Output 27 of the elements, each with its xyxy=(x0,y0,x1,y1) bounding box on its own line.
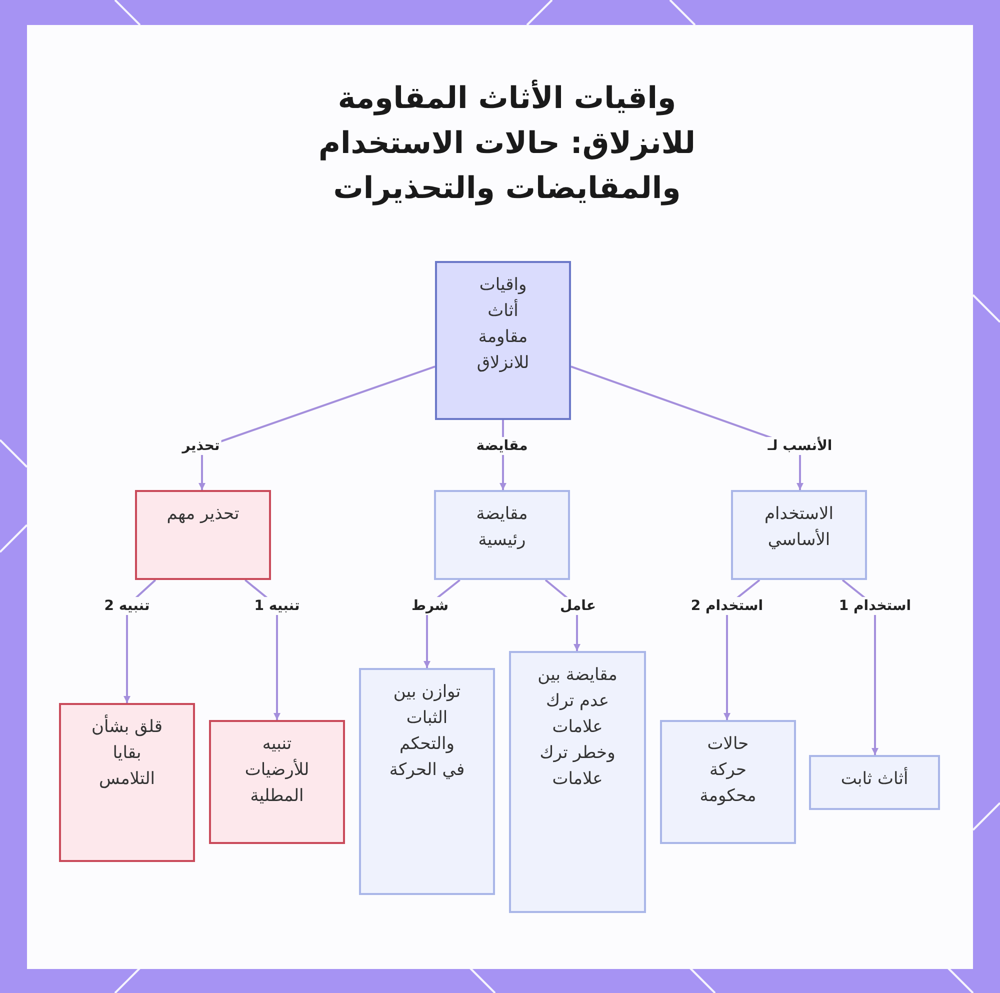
node-text: الاستخدام الأساسي xyxy=(764,503,834,552)
connector-arrow xyxy=(842,579,878,755)
node-text: واقيات أثاث مقاومة للانزلاق xyxy=(476,274,530,375)
node-text: تنبيه للأرضيات المطلية xyxy=(244,733,310,808)
edge-label: تحذير xyxy=(180,437,222,455)
warning-box xyxy=(209,720,345,844)
connector-arrow xyxy=(198,366,436,490)
concept-box xyxy=(809,755,940,810)
concept-box xyxy=(731,490,867,580)
concept-box xyxy=(359,668,495,895)
node-text: قلق بشأن بقايا التلامس xyxy=(87,714,167,792)
node-text: توازن بين الثبات والتحكم في الحركة xyxy=(388,681,466,782)
node-text: تحذير مهم xyxy=(166,503,240,526)
topic-box xyxy=(435,261,571,420)
node-text: مقايضة بين عدم ترك علامات وخطر ترك علامات xyxy=(538,664,618,791)
diagram-title: واقيات الأثاث المقاومة للانزلاق: حالات الاستخدام والمقايضات والتحذيرات xyxy=(318,78,696,208)
warning-box xyxy=(135,490,271,580)
concept-box xyxy=(509,651,646,913)
warning-box xyxy=(59,703,195,862)
edge-label: تنبيه 2 xyxy=(102,597,152,615)
node-text: حالات حركة محكومة xyxy=(698,733,758,808)
node-text: مقايضة رئيسية xyxy=(475,503,529,552)
concept-box xyxy=(434,490,570,580)
concept-box xyxy=(660,720,796,844)
edge-label: عامل xyxy=(558,597,598,615)
node-text: أثاث ثابت xyxy=(840,766,908,791)
edge-label: مقايضة xyxy=(474,437,530,455)
